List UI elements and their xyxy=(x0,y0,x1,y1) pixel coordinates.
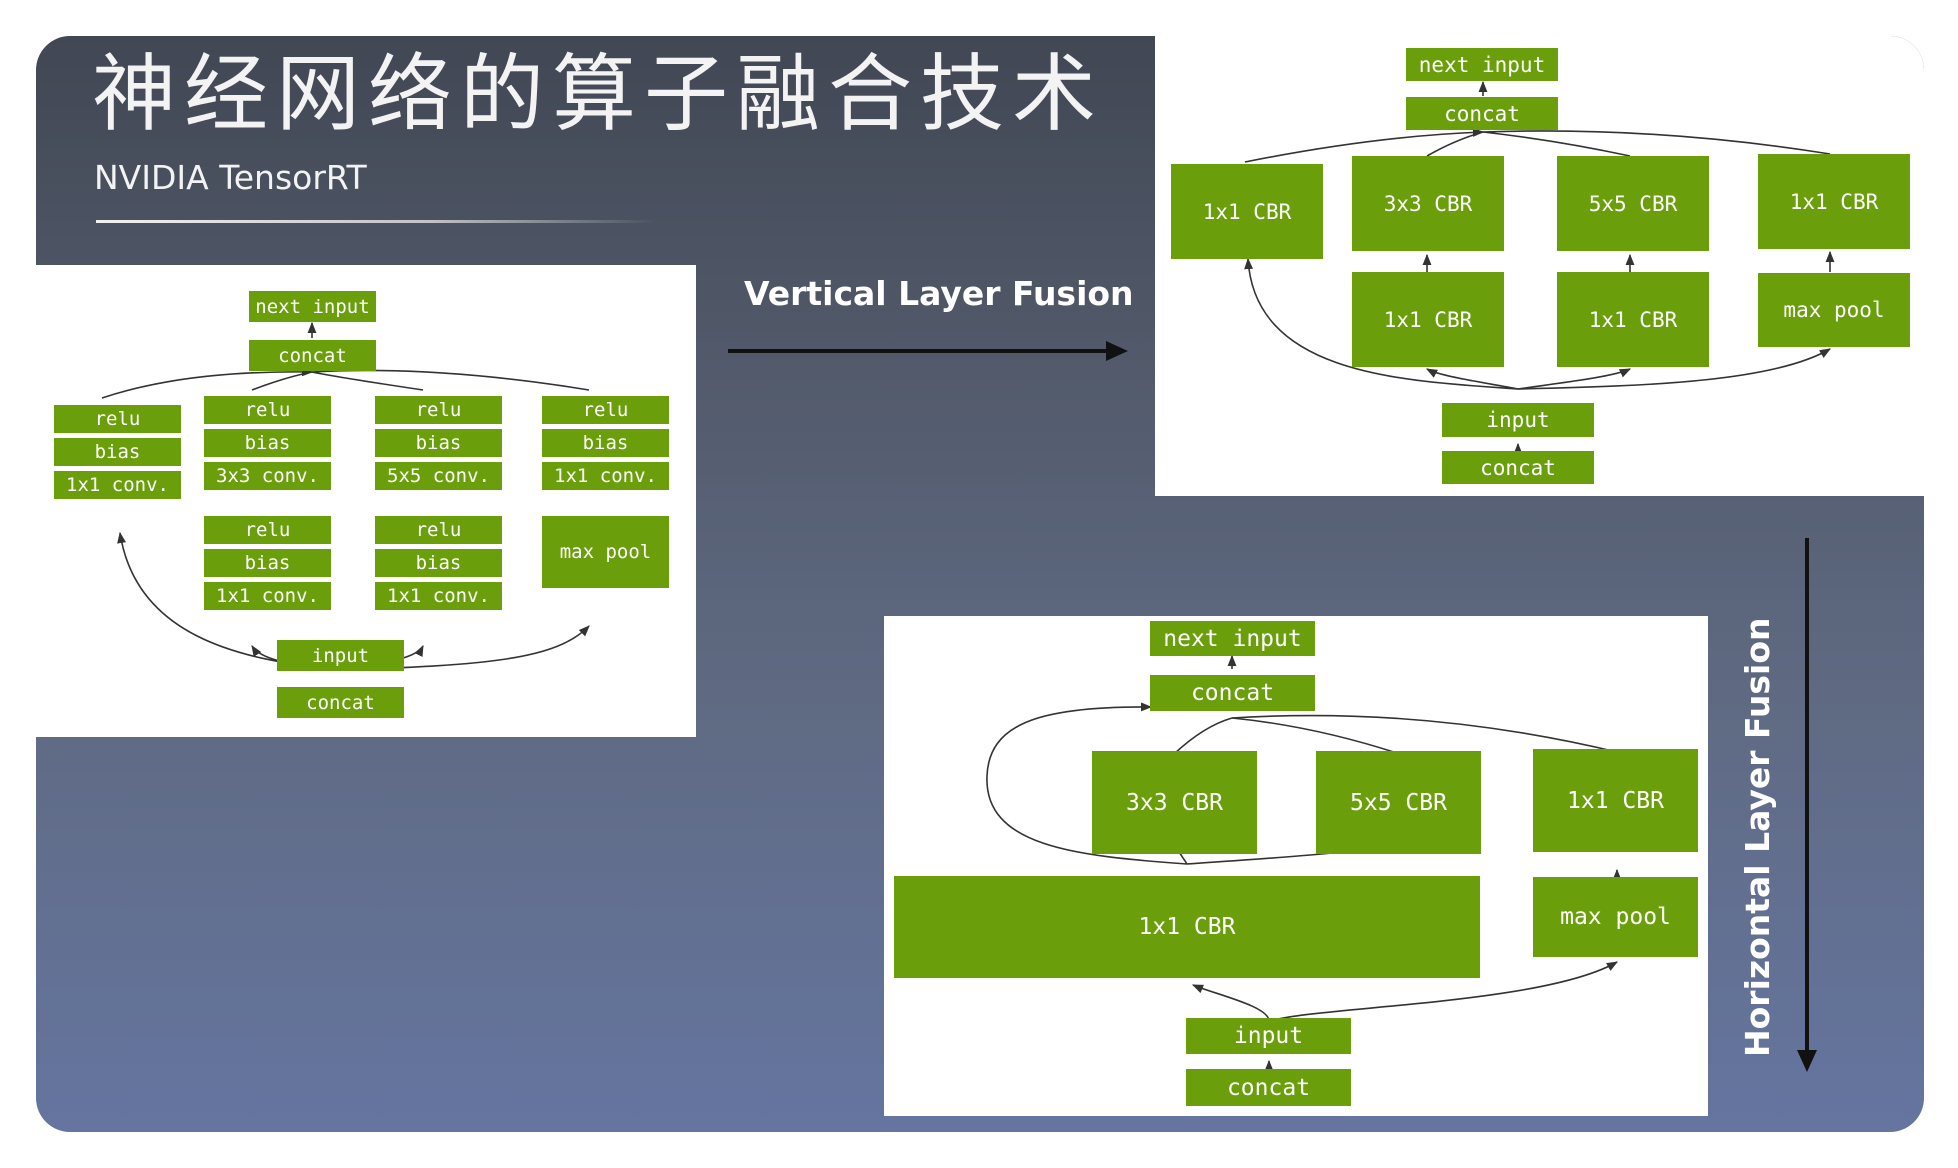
bias-node: bias xyxy=(375,429,502,457)
conv-1x1-node: 1x1 conv. xyxy=(54,471,181,499)
relu-node: relu xyxy=(54,405,181,433)
cbr-3x3-node: 3x3 CBR xyxy=(1092,751,1257,854)
slide-title: 神经网络的算子融合技术 xyxy=(92,45,1105,143)
vertical-fused-edges xyxy=(1244,80,1835,456)
relu-node: relu xyxy=(375,516,502,544)
original-network-panel: next input concat relu bias 1x1 conv. re… xyxy=(36,265,696,737)
cbr-1x1-node: 1x1 CBR xyxy=(1352,272,1504,367)
vertical-fused-panel: next input concat 1x1 CBR 3x3 CBR 1x1 CB… xyxy=(1155,36,1924,496)
input-node: input xyxy=(277,640,404,671)
concat-node: concat xyxy=(1442,451,1594,484)
horizontal-fused-edges xyxy=(986,654,1622,1074)
concat-node: concat xyxy=(277,687,404,718)
concat-node: concat xyxy=(1406,97,1558,130)
concat-node: concat xyxy=(1186,1069,1351,1106)
input-node: input xyxy=(1442,403,1594,437)
concat-node: concat xyxy=(249,340,376,371)
cbr-1x1-node: 1x1 CBR xyxy=(1171,164,1323,259)
slide-subtitle: NVIDIA TensorRT xyxy=(94,158,367,197)
bias-node: bias xyxy=(204,549,331,577)
conv-5x5-node: 5x5 conv. xyxy=(375,462,502,490)
conv-3x3-node: 3x3 conv. xyxy=(204,462,331,490)
vertical-fusion-label: Vertical Layer Fusion xyxy=(744,274,1134,313)
merged-cbr-1x1-node: 1x1 CBR xyxy=(894,876,1480,978)
conv-1x1-node: 1x1 conv. xyxy=(375,582,502,610)
input-node: input xyxy=(1186,1018,1351,1054)
title-underline xyxy=(96,220,656,223)
relu-node: relu xyxy=(542,396,669,424)
concat-node: concat xyxy=(1150,675,1315,711)
bias-node: bias xyxy=(375,549,502,577)
next-input-node: next input xyxy=(249,291,376,322)
relu-node: relu xyxy=(204,396,331,424)
max-pool-node: max pool xyxy=(1758,273,1910,347)
slide: 神经网络的算子融合技术 NVIDIA TensorRT xyxy=(36,36,1924,1132)
conv-1x1-node: 1x1 conv. xyxy=(204,582,331,610)
cbr-1x1-node: 1x1 CBR xyxy=(1533,749,1698,852)
arrow-down-icon xyxy=(1797,538,1817,1072)
conv-1x1-node: 1x1 conv. xyxy=(542,462,669,490)
cbr-5x5-node: 5x5 CBR xyxy=(1316,751,1481,854)
bias-node: bias xyxy=(204,429,331,457)
relu-node: relu xyxy=(204,516,331,544)
relu-node: relu xyxy=(375,396,502,424)
bias-node: bias xyxy=(542,429,669,457)
cbr-3x3-node: 3x3 CBR xyxy=(1352,156,1504,251)
cbr-1x1-node: 1x1 CBR xyxy=(1557,272,1709,367)
horizontal-fused-panel: next input concat 3x3 CBR 5x5 CBR 1x1 CB… xyxy=(884,616,1708,1116)
horizontal-fusion-label: Horizontal Layer Fusion xyxy=(1738,617,1777,1057)
max-pool-node: max pool xyxy=(542,516,669,588)
cbr-5x5-node: 5x5 CBR xyxy=(1557,156,1709,251)
next-input-node: next input xyxy=(1150,621,1315,656)
next-input-node: next input xyxy=(1406,48,1558,81)
arrow-right-icon xyxy=(728,341,1128,361)
max-pool-node: max pool xyxy=(1533,877,1698,957)
cbr-1x1-node: 1x1 CBR xyxy=(1758,154,1910,249)
bias-node: bias xyxy=(54,438,181,466)
